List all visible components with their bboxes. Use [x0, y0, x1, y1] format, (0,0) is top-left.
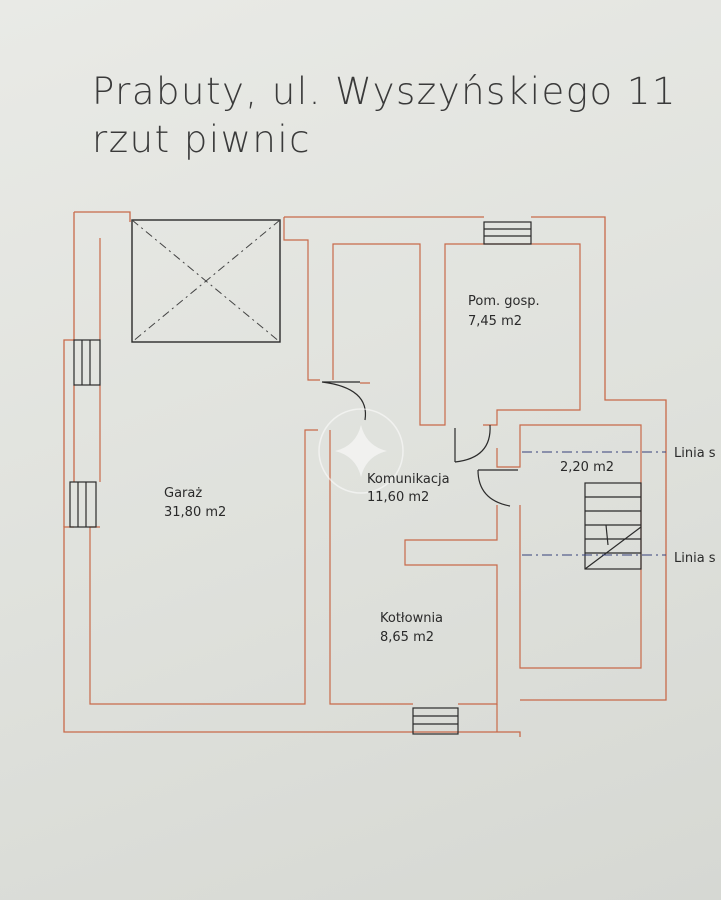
- outer-wall-left-outer: [63, 339, 74, 527]
- outer-wall-top: [284, 216, 667, 701]
- inner-walls: [89, 217, 642, 732]
- boiler-room-name: Kotłownia: [380, 611, 443, 626]
- window-bottom: [412, 707, 459, 735]
- outer-walls: [63, 211, 667, 737]
- utility-room-area: 7,45 m2: [468, 314, 522, 329]
- reference-lines: [522, 451, 666, 556]
- corridor-name: Komunikacja: [367, 472, 450, 487]
- garage-right-wall: [283, 217, 370, 384]
- plan-subtitle: rzut piwnic: [92, 118, 311, 161]
- boiler-room-area: 8,65 m2: [380, 630, 434, 645]
- door-stairs: [477, 469, 518, 507]
- garage-name: Garaż: [164, 486, 202, 501]
- doors: [321, 381, 518, 507]
- windows: [69, 221, 532, 735]
- plan-title: Prabuty, ul. Wyszyńskiego 11: [92, 70, 677, 113]
- window-left-upper: [73, 339, 101, 386]
- outer-wall-left-section: [63, 211, 521, 737]
- garage-area: 31,80 m2: [164, 505, 226, 520]
- corridor-area: 11,60 m2: [367, 490, 429, 505]
- garage-pit: [131, 219, 281, 343]
- watermark-logo: [318, 408, 404, 494]
- door-utility: [454, 424, 491, 463]
- reference-line-top-label: Linia s: [674, 446, 716, 461]
- window-top: [483, 221, 532, 245]
- door-garage: [321, 381, 367, 421]
- stair-partition: [332, 243, 581, 426]
- garage-inner-wall: [89, 238, 318, 705]
- reference-line-bottom-label: Linia s: [674, 551, 716, 566]
- utility-room-name: Pom. gosp.: [468, 294, 540, 309]
- staircase: [584, 482, 642, 570]
- stairs-area: 2,20 m2: [560, 460, 614, 475]
- window-left-lower: [69, 481, 97, 528]
- stair-room-wall: [496, 424, 642, 669]
